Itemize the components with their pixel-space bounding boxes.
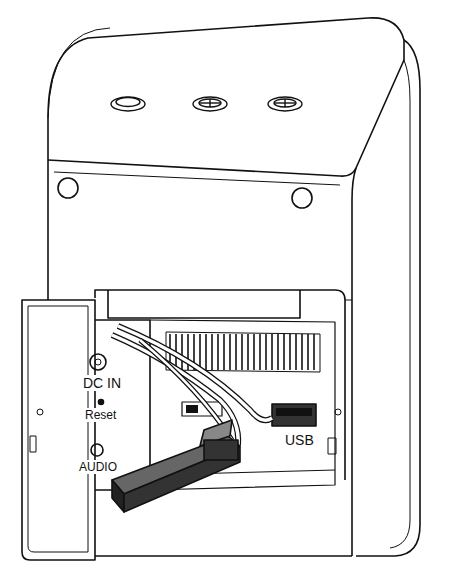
port-label: AUDIO: [78, 460, 118, 474]
port-label: DC IN: [82, 375, 122, 391]
port-label: USB: [284, 432, 315, 448]
port-label: Reset: [84, 408, 117, 422]
